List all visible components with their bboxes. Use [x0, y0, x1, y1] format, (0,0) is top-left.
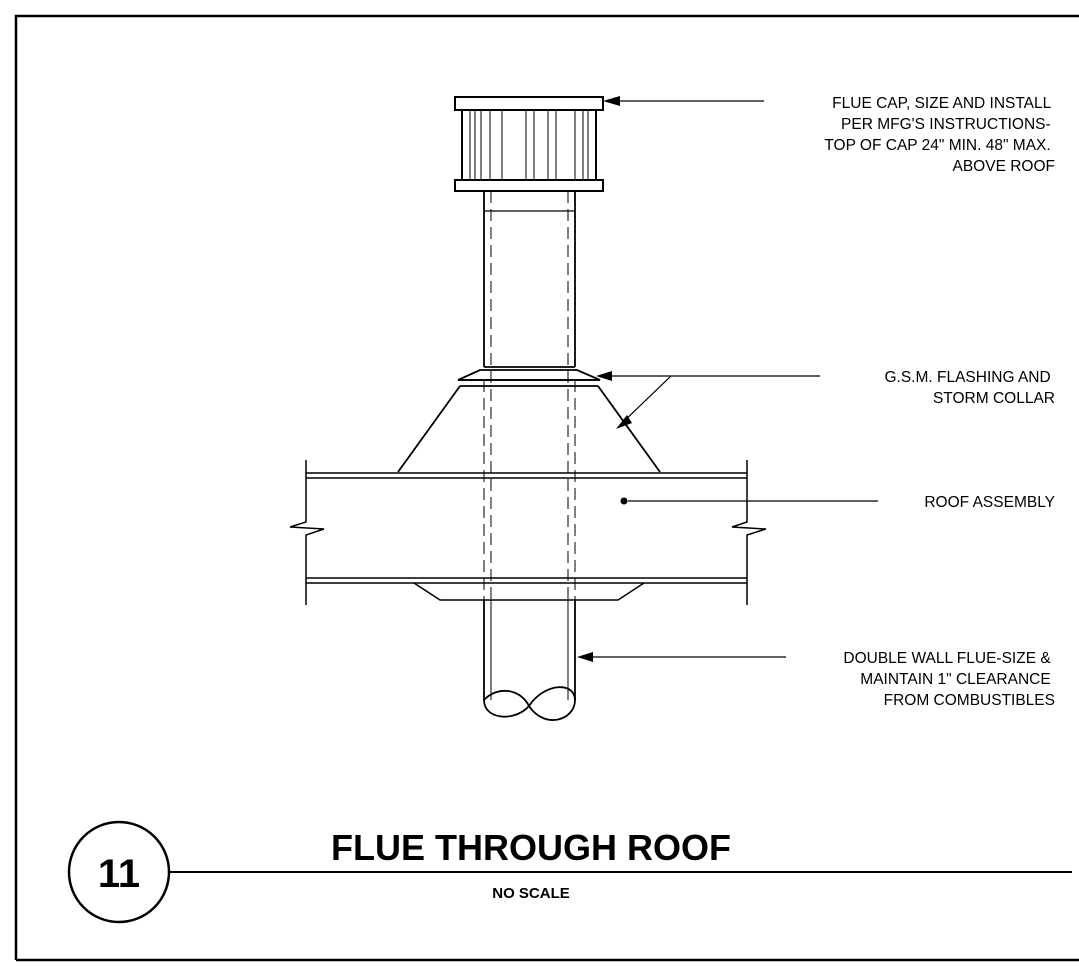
callout-flue: DOUBLE WALL FLUE-SIZE & MAINTAIN 1" CLEA… [843, 650, 1055, 709]
flue-pipe-lower [483, 600, 576, 721]
roof-assembly [289, 460, 767, 605]
sheet-border [14, 14, 1079, 960]
detail-scale: NO SCALE [492, 885, 570, 902]
callout-roof-assembly: ROOF ASSEMBLY [924, 494, 1055, 511]
inner-flue-dashed [483, 191, 576, 600]
dot-roof-assembly [620, 497, 628, 505]
arrow-flashing [616, 415, 632, 429]
arrow-flue-cap [603, 96, 620, 106]
flue-pipe-upper [483, 191, 576, 368]
arrow-collar [596, 371, 612, 381]
flue-cap [454, 96, 604, 192]
detail-number: 11 [98, 852, 140, 896]
callout-flue-cap: FLUE CAP, SIZE AND INSTALL PER MFG'S INS… [824, 95, 1055, 175]
leader-arrowheads [577, 96, 632, 662]
detail-title: FLUE THROUGH ROOF [331, 827, 731, 868]
arrow-flue [577, 652, 593, 662]
callout-flashing: G.S.M. FLASHING AND STORM COLLAR [884, 369, 1055, 407]
leaders [580, 100, 878, 658]
storm-collar-flashing [397, 369, 661, 473]
